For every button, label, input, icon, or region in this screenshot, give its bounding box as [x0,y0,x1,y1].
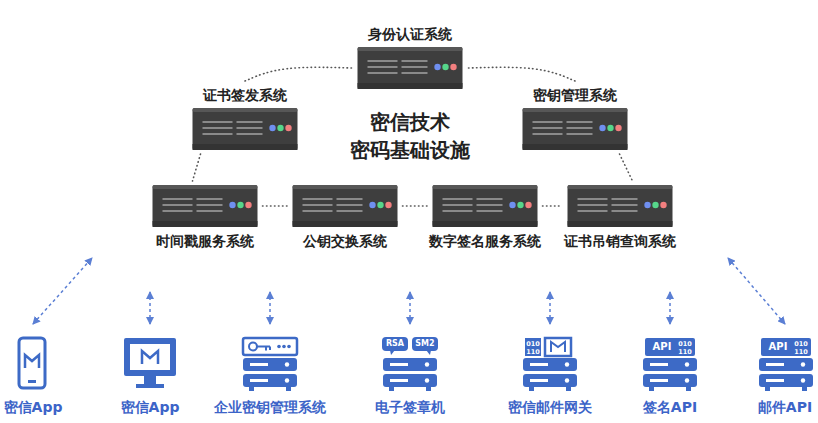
node-label: 密钥管理系统 [533,86,617,104]
dashed-arrow [269,292,271,324]
dotted-link [620,154,633,181]
server-node: 密钥管理系统 [523,86,628,150]
icon-label: 010 [678,340,692,347]
server-icon [293,185,398,227]
server-icon [523,108,628,150]
server-node: 数字签名服务系统 [429,185,541,250]
node-label: 企业密钥管理系统 [214,398,326,416]
server-node: 证书吊销查询系统 [564,185,676,250]
node-label: 数字签名服务系统 [429,232,541,250]
server-box [568,185,673,227]
server-icon [568,185,673,227]
dotted-link [403,205,428,207]
device-icon-area [120,332,180,394]
phone-icon [19,338,45,388]
node-label: 邮件API [758,398,812,416]
node-label: 签名API [643,398,697,416]
monitor-icon [124,338,176,388]
server-box [358,47,463,89]
client-device: 密信App [120,332,180,416]
icon-label: 010 [794,340,808,347]
icon-label: API [653,342,672,352]
dotted-link [245,67,352,81]
server-box [433,185,538,227]
server-box [153,185,258,227]
dashed-arrow [149,292,151,324]
icon-label: 110 [678,348,692,355]
cloud-region: 密信技术 密码基础设施 身份认证系统证书签发系统 密钥管理系统时间戳服务系统 公钥交换… [95,0,725,275]
node-label: 公钥交换系统 [303,232,387,250]
icon-label: 110 [526,348,540,355]
client-device: 密信App [3,332,63,416]
server-icon [153,185,258,227]
dashed-arrow [409,292,411,324]
server-node: 证书签发系统 [193,86,298,150]
icon-label: 010 [526,340,540,347]
node-label: 时间戳服务系统 [156,232,254,250]
dashed-arrow [33,258,92,324]
icon-label: SM2 [415,340,434,348]
client-device: 企业密钥管理系统 [214,332,326,416]
dotted-link [193,154,201,181]
server-node: 身份认证系统 [358,25,463,89]
dotted-link [263,205,288,207]
device-icon-area [3,332,63,394]
cloud-shape [103,6,716,268]
server-box [523,108,628,150]
client-device: 密信邮件网关 [508,332,592,416]
device-icon-area [240,332,300,394]
node-label: 密信App [4,398,63,416]
icon-label: RSA [386,340,404,348]
key-server-icon [243,338,297,391]
node-label: 电子签章机 [375,398,445,416]
server-graphics [153,47,673,227]
server-node: 时间戳服务系统 [153,185,258,250]
cloud-title: 密信技术 密码基础设施 [335,108,485,164]
server-icon [433,185,538,227]
dashed-arrow [549,292,551,324]
dashed-arrow [669,292,671,324]
node-label: 证书签发系统 [203,86,287,104]
sign-api-icon [643,338,697,391]
server-node: 公钥交换系统 [293,185,398,250]
server-box [193,108,298,150]
mail-api-icon [759,338,813,391]
icon-label: API [769,342,788,352]
seal-machine-icon [382,337,438,391]
server-icon [358,47,463,89]
dashed-arrow [728,258,785,324]
server-box [293,185,398,227]
dotted-link [469,67,576,81]
node-label: 密信邮件网关 [508,398,592,416]
icon-label: 110 [794,348,808,355]
node-label: 证书吊销查询系统 [564,232,676,250]
mail-gateway-icon [523,338,577,391]
node-label: 密信App [121,398,180,416]
dotted-link [543,205,563,207]
node-label: 身份认证系统 [368,25,452,43]
server-icon [193,108,298,150]
